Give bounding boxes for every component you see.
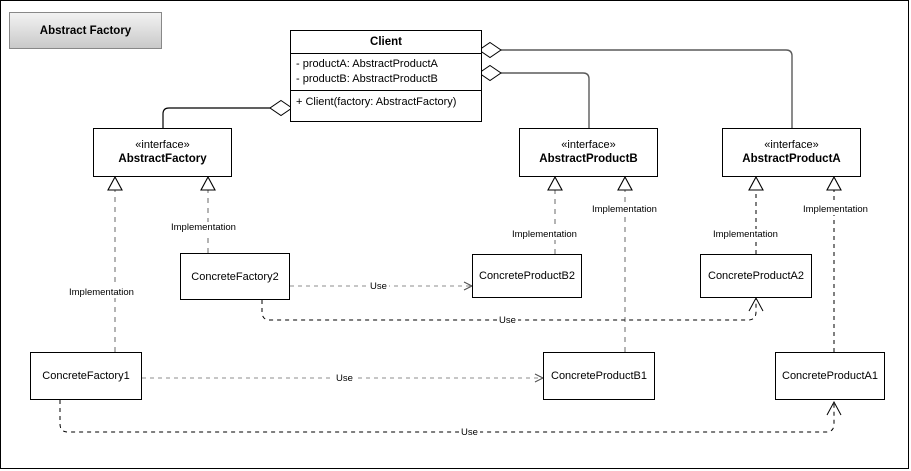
concreteproductb2-name: ConcreteProductB2	[479, 270, 575, 282]
abstractproductb-stereotype: «interface»	[561, 139, 616, 151]
pattern-title-badge: Abstract Factory	[9, 12, 162, 49]
edge-label-impl-concreteproducta1: Implementation	[801, 204, 870, 215]
edge-label-use-factory1-producta1: Use	[459, 427, 480, 438]
edge-label-use-factory2-producta2: Use	[497, 315, 518, 326]
concreteproducta1-name: ConcreteProductA1	[782, 370, 878, 382]
edge-label-impl-concreteproductb1: Implementation	[590, 204, 659, 215]
class-node-concreteproductb1[interactable]: ConcreteProductB1	[543, 352, 655, 400]
abstractfactory-stereotype: «interface»	[135, 139, 190, 151]
client-attribute-producta: - productA: AbstractProductA	[296, 58, 438, 70]
class-node-concreteproducta1[interactable]: ConcreteProductA1	[775, 352, 885, 400]
pattern-title-text: Abstract Factory	[39, 24, 132, 37]
client-operation-constructor: + Client(factory: AbstractFactory)	[296, 96, 457, 108]
class-node-concreteproducta2[interactable]: ConcreteProductA2	[700, 254, 812, 298]
abstractfactory-name: AbstractFactory	[118, 153, 207, 165]
client-class-name: Client	[291, 31, 481, 54]
edge-label-impl-concretefactory1: Implementation	[67, 287, 136, 298]
edge-label-impl-concreteproducta2: Implementation	[711, 229, 780, 240]
edge-label-impl-concretefactory2: Implementation	[169, 222, 238, 233]
class-node-concreteproductb2[interactable]: ConcreteProductB2	[472, 254, 582, 298]
edge-label-use-factory1-productb1: Use	[334, 373, 355, 384]
abstractproducta-stereotype: «interface»	[764, 139, 819, 151]
class-node-concretefactory1[interactable]: ConcreteFactory1	[30, 352, 142, 400]
edge-label-impl-concreteproductb2: Implementation	[510, 229, 579, 240]
concreteproducta2-name: ConcreteProductA2	[708, 270, 804, 282]
concreteproductb1-name: ConcreteProductB1	[551, 370, 647, 382]
class-node-client[interactable]: Client - productA: AbstractProductA - pr…	[290, 30, 482, 122]
client-attribute-productb: - productB: AbstractProductB	[296, 73, 438, 85]
abstractproducta-name: AbstractProductA	[742, 153, 841, 165]
abstractproductb-name: AbstractProductB	[539, 153, 638, 165]
interface-node-abstractproducta[interactable]: «interface» AbstractProductA	[722, 128, 861, 177]
interface-node-abstractfactory[interactable]: «interface» AbstractFactory	[93, 128, 232, 177]
edge-label-use-factory2-productb2: Use	[368, 281, 389, 292]
class-node-concretefactory2[interactable]: ConcreteFactory2	[180, 253, 290, 300]
concretefactory1-name: ConcreteFactory1	[42, 370, 130, 382]
concretefactory2-name: ConcreteFactory2	[191, 270, 279, 283]
client-attributes: - productA: AbstractProductA - productB:…	[291, 54, 481, 91]
client-operations: + Client(factory: AbstractFactory)	[291, 91, 481, 114]
interface-node-abstractproductb[interactable]: «interface» AbstractProductB	[519, 128, 658, 177]
